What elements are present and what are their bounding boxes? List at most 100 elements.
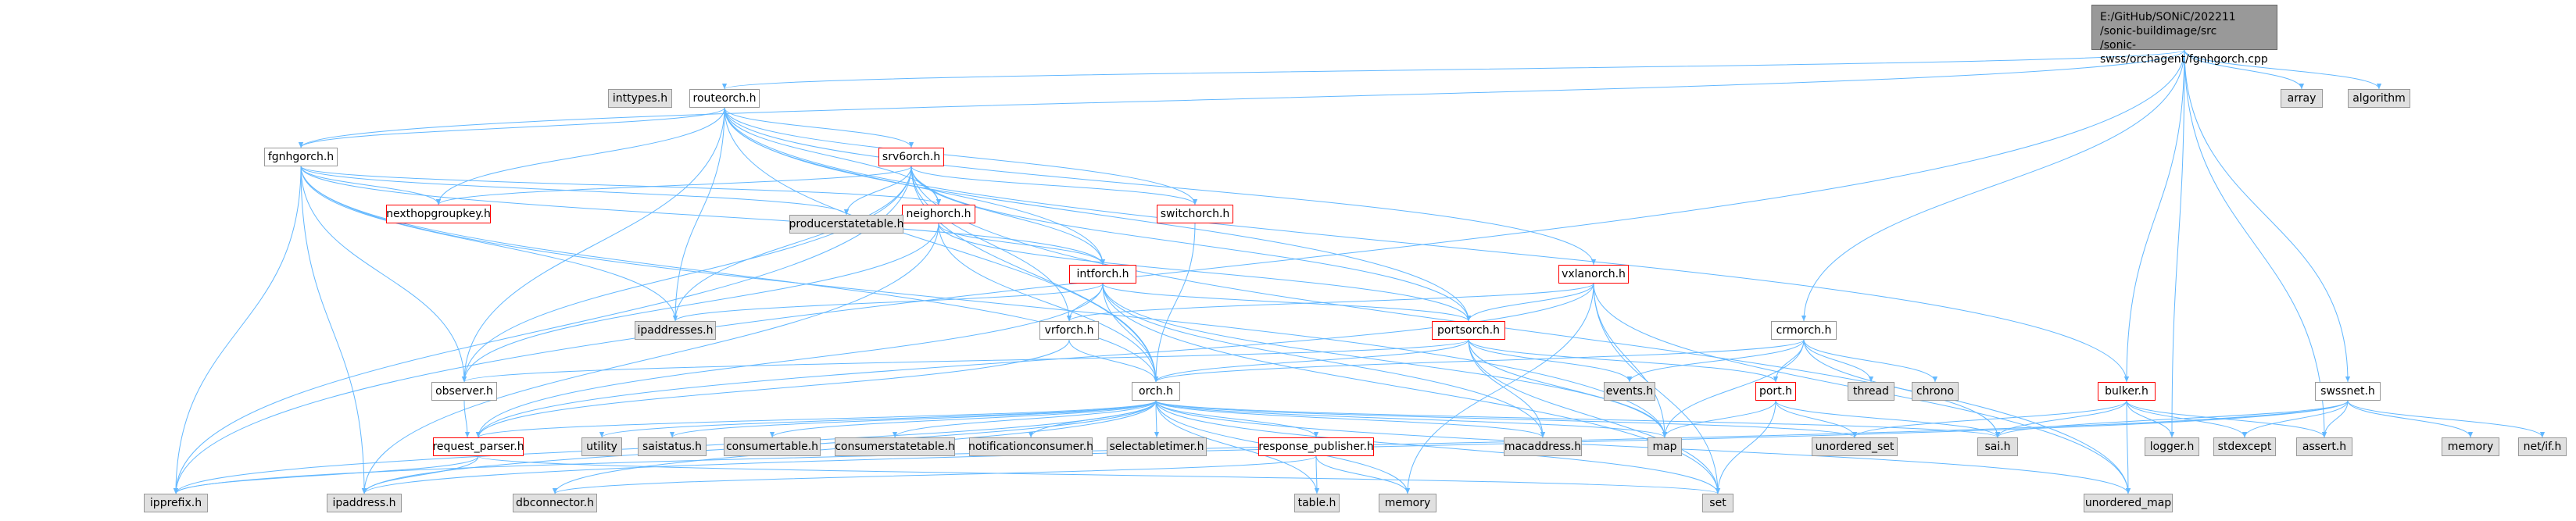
edge-intforch-h-to-set: [1102, 283, 1721, 494]
edge-root-file-node-to-algorithm: [2184, 49, 2382, 90]
edge-routeorch-h-to-observer-h: [461, 107, 725, 383]
edge-orch-h-to-response-publisher-h: [1155, 400, 1319, 438]
node-memory-bottom[interactable]: memory: [1379, 494, 1436, 512]
node-inttypes-h[interactable]: inttypes.h: [608, 89, 672, 108]
edge-port-h-to-map: [1662, 400, 1776, 438]
node-portsorch-h[interactable]: portsorch.h: [1432, 321, 1505, 340]
edge-orch-h-to-request-parser-h: [476, 400, 1157, 438]
node-sai-h[interactable]: sai.h: [1977, 437, 2018, 456]
node-dbconnector-h[interactable]: dbconnector.h: [513, 494, 597, 512]
edge-portsorch-h-to-orch-h: [1153, 339, 1469, 383]
edge-root-file-node-to-crmorch-h: [1801, 49, 2185, 322]
node-macaddress-h[interactable]: macaddress.h: [1504, 437, 1582, 456]
node-swssnet-h[interactable]: swssnet.h: [2315, 382, 2381, 401]
edge-crmorch-h-to-sai-h: [1803, 339, 2001, 438]
edge-srv6orch-h-to-portsorch-h: [911, 166, 1472, 322]
edge-routeorch-h-to-portsorch-h: [724, 107, 1472, 322]
edge-crmorch-h-to-chrono: [1803, 339, 1938, 383]
edge-vxlanorch-h-to-map: [1593, 283, 1668, 438]
node-crmorch-h[interactable]: crmorch.h: [1771, 321, 1837, 340]
node-request-parser-h[interactable]: request_parser.h: [432, 437, 524, 456]
root-file-node[interactable]: E:/GitHub/SONiC/202211 /sonic-buildimage…: [2091, 5, 2277, 66]
dependency-edges: [173, 49, 2546, 494]
edge-orch-h-to-set: [1155, 400, 1721, 494]
node-neighorch-h[interactable]: neighorch.h: [902, 205, 975, 223]
root-path-line-3: /sonic-swss/orchagent/fgnhgorch.cpp: [2100, 39, 2268, 66]
node-orch-h[interactable]: orch.h: [1132, 382, 1180, 401]
node-routeorch-h[interactable]: routeorch.h: [689, 89, 760, 108]
edge-root-file-node-to-swssnet-h: [2184, 49, 2351, 383]
edge-fgnhgorch-h-to-intforch-h: [300, 166, 1106, 266]
node-notificationconsumer-h[interactable]: notificationconsumer.h: [968, 437, 1093, 456]
node-consumertable-h[interactable]: consumertable.h: [724, 437, 821, 456]
edge-orch-h-to-consumertable-h: [769, 400, 1157, 438]
edge-intforch-h-to-orch-h: [1102, 283, 1159, 383]
node-response-publisher-h[interactable]: response_publisher.h: [1258, 437, 1374, 456]
node-vrforch-h[interactable]: vrforch.h: [1039, 321, 1099, 340]
node-fgnhgorch-h[interactable]: fgnhgorch.h: [264, 148, 338, 166]
edge-swssnet-h-to-memory-top: [2347, 400, 2474, 438]
root-path-line-2: /sonic-buildimage/src: [2100, 25, 2217, 37]
node-chrono[interactable]: chrono: [1912, 382, 1959, 401]
node-ipprefix-h[interactable]: ipprefix.h: [144, 494, 208, 512]
edge-orch-h-to-sai-h: [1155, 400, 2000, 438]
edge-bulker-h-to-unordered-map: [2125, 400, 2131, 494]
edge-crmorch-h-to-orch-h: [1154, 339, 1805, 383]
edge-response-publisher-h-to-table-h: [1314, 455, 1320, 494]
node-ipaddress-h[interactable]: ipaddress.h: [327, 494, 402, 512]
node-port-h[interactable]: port.h: [1755, 382, 1796, 401]
edge-srv6orch-h-to-switchorch-h: [911, 166, 1198, 205]
node-srv6orch-h[interactable]: srv6orch.h: [878, 148, 944, 166]
edge-intforch-h-to-ipaddresses-h: [672, 283, 1104, 322]
node-stdexcept[interactable]: stdexcept: [2213, 437, 2276, 456]
edge-fgnhgorch-h-to-map: [300, 166, 1668, 438]
node-producerstatetable-h[interactable]: producerstatetable.h: [789, 215, 904, 234]
node-consumerstatetable-h[interactable]: consumerstatetable.h: [835, 437, 955, 456]
node-saistatus-h[interactable]: saistatus.h: [638, 437, 707, 456]
edge-orch-h-to-consumerstatetable-h: [892, 400, 1157, 438]
node-unordered-set[interactable]: unordered_set: [1812, 437, 1898, 456]
node-switchorch-h[interactable]: switchorch.h: [1157, 205, 1233, 223]
edge-bulker-h-to-stdexcept: [2126, 400, 2248, 438]
edge-srv6orch-h-to-ipaddresses-h: [672, 166, 912, 322]
node-observer-h[interactable]: observer.h: [431, 382, 497, 401]
node-unordered-map[interactable]: unordered_map: [2084, 494, 2173, 512]
node-map[interactable]: map: [1648, 437, 1682, 456]
node-vxlanorch-h[interactable]: vxlanorch.h: [1558, 265, 1629, 284]
edge-swssnet-h-to-assert-h: [2321, 400, 2349, 438]
edge-intforch-h-to-request-parser-h: [475, 283, 1104, 438]
node-ipaddresses-h[interactable]: ipaddresses.h: [635, 321, 716, 340]
edge-bulker-h-to-sai-h: [1995, 400, 2127, 438]
node-selectabletimer-h[interactable]: selectabletimer.h: [1107, 437, 1207, 456]
edge-orch-h-to-map: [1155, 400, 1667, 438]
node-net-if-h[interactable]: net/if.h: [2518, 437, 2567, 456]
edge-crmorch-h-to-map: [1662, 339, 1805, 438]
edge-root-file-node-to-fgnhgorch-h: [299, 49, 2185, 148]
node-memory-top[interactable]: memory: [2442, 437, 2499, 456]
node-set[interactable]: set: [1702, 494, 1733, 512]
node-thread[interactable]: thread: [1848, 382, 1894, 401]
node-array[interactable]: array: [2281, 89, 2323, 108]
node-intforch-h[interactable]: intforch.h: [1069, 265, 1136, 284]
node-events-h[interactable]: events.h: [1604, 382, 1655, 401]
edge-vrforch-h-to-orch-h: [1068, 339, 1159, 383]
node-assert-h[interactable]: assert.h: [2296, 437, 2352, 456]
edge-port-h-to-unordered-set: [1775, 400, 1858, 438]
edge-fgnhgorch-h-to-ipaddress-h: [300, 166, 367, 494]
edge-vxlanorch-h-to-vrforch-h: [1067, 283, 1594, 322]
edge-swssnet-h-to-sai-h: [1995, 400, 2349, 438]
node-table-h[interactable]: table.h: [1294, 494, 1340, 512]
node-utility[interactable]: utility: [581, 437, 622, 456]
node-algorithm[interactable]: algorithm: [2348, 89, 2410, 108]
edge-orch-h-to-utility: [599, 400, 1157, 438]
edge-portsorch-h-to-set: [1468, 339, 1721, 494]
node-bulker-h[interactable]: bulker.h: [2098, 382, 2156, 401]
edge-fgnhgorch-h-to-nexthopgroupkey-h: [300, 166, 442, 205]
edge-intforch-h-to-map: [1102, 283, 1668, 438]
node-logger-h[interactable]: logger.h: [2145, 437, 2199, 456]
root-path-line-1: E:/GitHub/SONiC/202211: [2100, 11, 2236, 23]
edge-intforch-h-to-portsorch-h: [1102, 283, 1472, 322]
node-nexthopgroupkey-h[interactable]: nexthopgroupkey.h: [386, 205, 491, 223]
edge-routeorch-h-to-ipaddresses-h: [672, 107, 725, 322]
